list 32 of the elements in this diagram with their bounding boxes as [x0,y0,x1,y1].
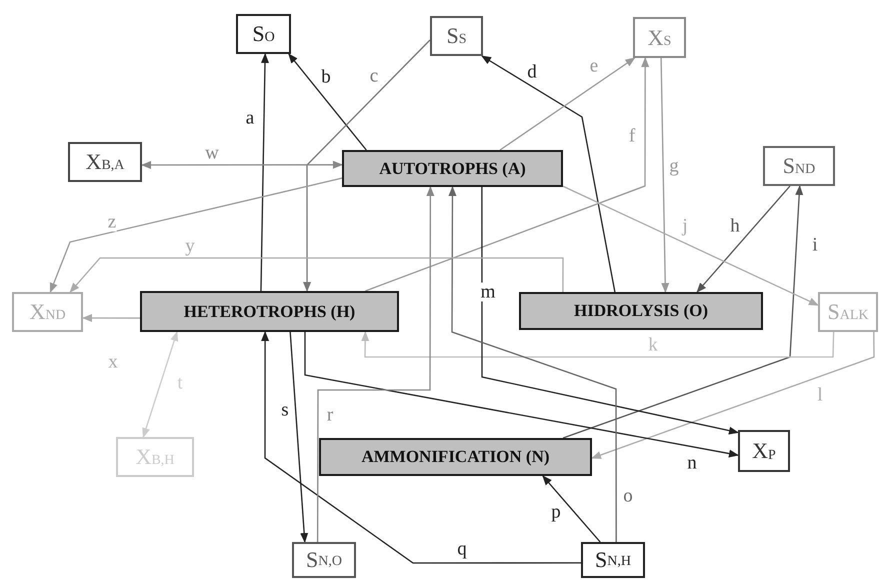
process-box: AUTOTROPHS (A) [342,150,563,187]
arrow [303,40,430,292]
process-box: HETEROTROPHS (H) [140,291,399,332]
edge-label: m [480,282,496,302]
arrow [591,332,875,459]
arrow [562,186,819,306]
arrow [542,475,601,542]
variable-box: X$_{S}$ [633,17,686,58]
arrow [142,331,178,438]
arrow [260,53,269,292]
arrow [481,55,616,292]
arrow [82,314,140,322]
arrow [261,331,581,564]
arrow [70,257,564,293]
process-box: HIDROLYSIS (O) [519,292,763,330]
arrow [500,57,636,151]
arrow [361,331,834,358]
arrow [50,177,342,293]
arrow [304,332,739,458]
arrow [696,186,790,293]
arrow [660,58,670,293]
process-box: AMMONIFICATION (N) [319,438,592,476]
arrow [365,57,650,292]
arrow [290,332,308,543]
arrow [316,186,434,542]
arrow [141,160,343,169]
variable-box: X$_{P}$ [738,430,790,472]
arrow [481,187,739,435]
arrow [448,186,617,542]
arrow [562,185,804,439]
arrow [288,53,367,150]
edge-label: j [681,216,689,236]
